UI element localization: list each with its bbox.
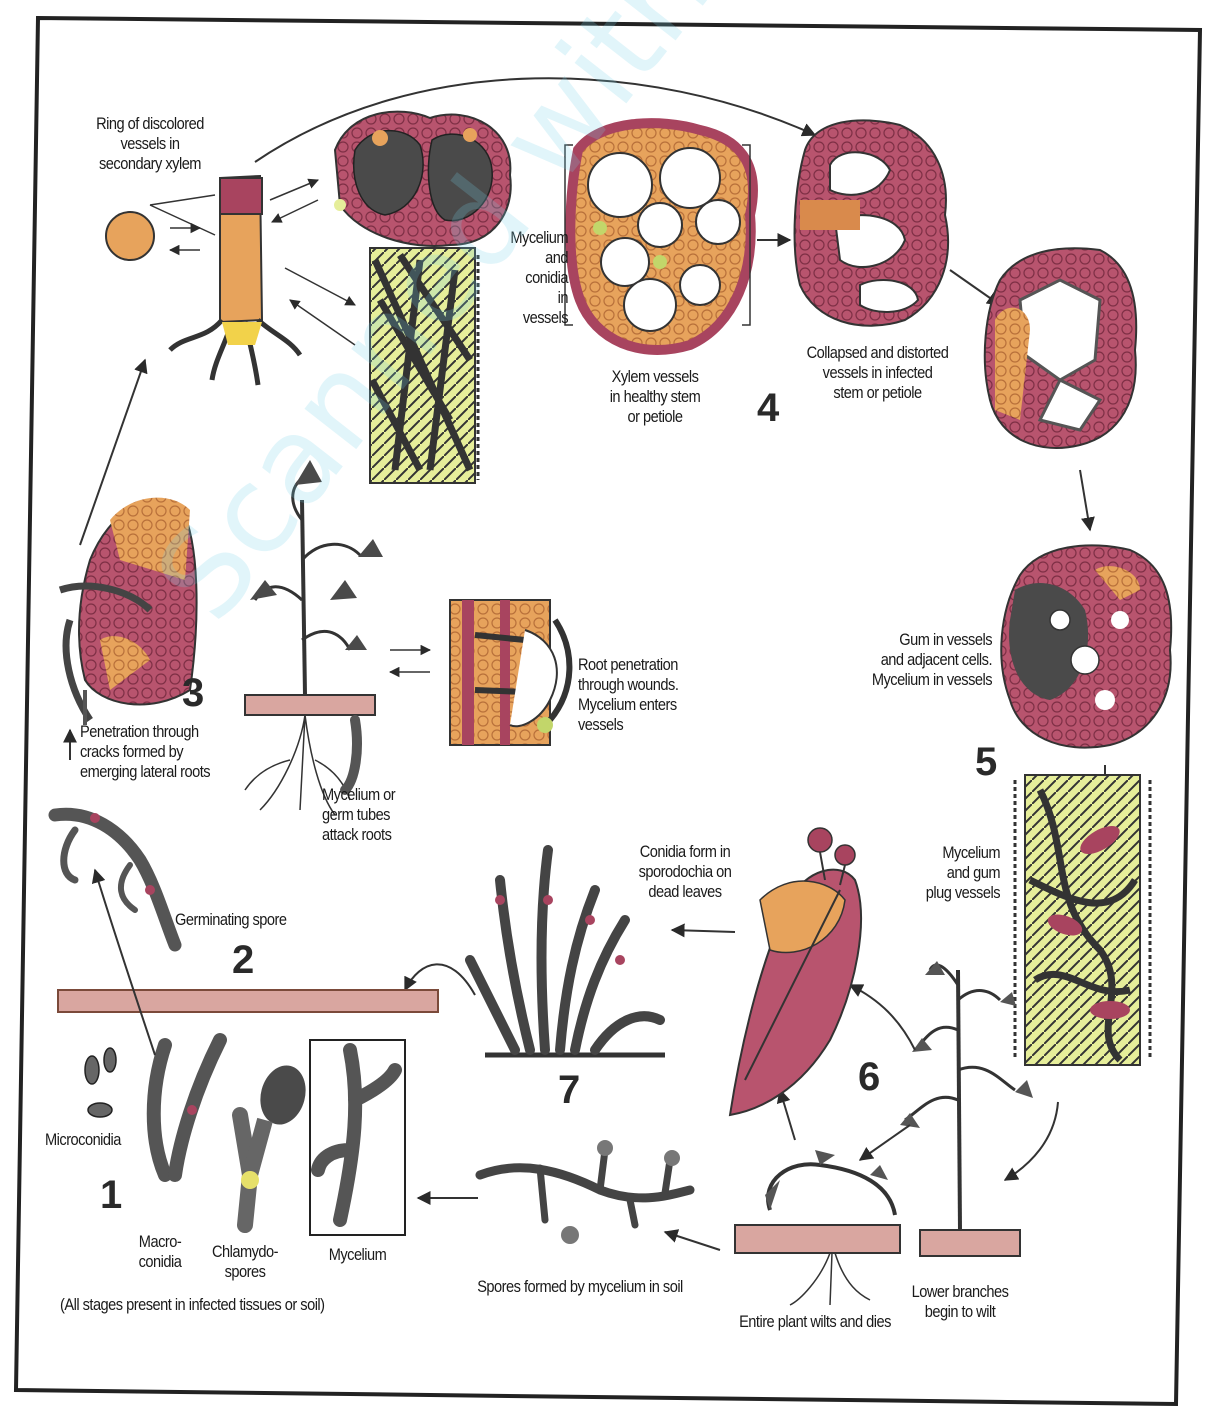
stage-number-5: 5 [975, 742, 997, 782]
stage-number-6: 6 [858, 1057, 880, 1097]
label-microconidia: Microconidia [45, 1130, 140, 1150]
label-spores-in-soil: Spores formed by mycelium in soil [468, 1277, 692, 1297]
label-lower-branches-wilt: Lower branches begin to wilt [904, 1282, 1016, 1322]
label-chlamydospores: Chlamydo- spores [206, 1242, 283, 1282]
label-all-stages: (All stages present in infected tissues … [60, 1295, 378, 1315]
stage-number-2: 2 [232, 940, 254, 980]
label-macroconidia: Macro- conidia [126, 1232, 195, 1272]
label-mycelium: Mycelium [317, 1245, 399, 1265]
stage-number-1: 1 [100, 1175, 122, 1215]
label-xylem-healthy: Xylem vessels in healthy stem or petiole [591, 367, 720, 427]
label-germ-tubes: Mycelium or germ tubes attack roots [322, 785, 417, 845]
label-conidia-sporodochia: Conidia form in sporodochia on dead leav… [629, 842, 741, 902]
label-ring-discolored-vessels: Ring of discolored vessels in secondary … [81, 114, 219, 174]
infected-vessel-cells [334, 112, 511, 246]
vessel-longitudinal-section [370, 248, 478, 483]
label-mycelium-gum-plug: Mycelium and gum plug vessels [910, 843, 1000, 903]
label-mycelium-conidia-vessels: Mycelium and conidia in vessels [484, 228, 568, 328]
stage-number-7: 7 [558, 1070, 580, 1110]
label-collapsed-vessels: Collapsed and distorted vessels in infec… [798, 343, 957, 403]
label-penetration-cracks: Penetration through cracks formed by eme… [80, 722, 239, 782]
label-germinating-spore: Germinating spore [175, 910, 313, 930]
stage-number-3: 3 [182, 673, 204, 713]
soil-bar [58, 990, 438, 1012]
label-entire-plant-wilts: Entire plant wilts and dies [729, 1312, 901, 1332]
label-gum-in-vessels: Gum in vessels and adjacent cells. Mycel… [853, 630, 992, 690]
label-root-penetration: Root penetration through wounds. Myceliu… [578, 655, 707, 735]
stage-number-4: 4 [757, 388, 779, 428]
